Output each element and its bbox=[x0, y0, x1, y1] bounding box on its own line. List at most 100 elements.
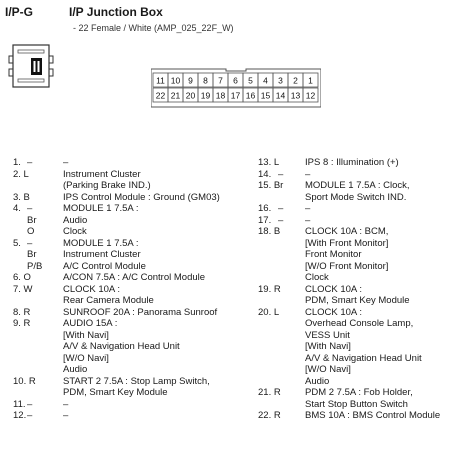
pin-description: PDM 2 7.5A : Fob Holder, bbox=[305, 387, 413, 398]
pin-description: [With Front Monitor] bbox=[305, 237, 389, 249]
pin-number: 1. bbox=[13, 157, 21, 168]
pin-row: [With Front Monitor] bbox=[258, 238, 462, 250]
pin-description: A/V & Navigation Head Unit bbox=[305, 352, 422, 364]
pin-number: 12 bbox=[306, 91, 316, 101]
pin-description: – bbox=[63, 157, 69, 168]
pin-description: [With Navi] bbox=[63, 329, 109, 341]
pin-description: [W/O Navi] bbox=[63, 352, 109, 364]
wire-color: O bbox=[27, 226, 35, 237]
pin-number: 6 bbox=[233, 76, 238, 86]
wire-color: – bbox=[27, 157, 33, 168]
pin-number: 12. bbox=[13, 410, 27, 421]
pin-description: Start Stop Button Switch bbox=[305, 398, 408, 410]
pin-row: [W/O Front Monitor] bbox=[258, 261, 462, 273]
wire-color: – bbox=[278, 203, 284, 214]
pin-description: A/V & Navigation Head Unit bbox=[63, 341, 180, 352]
pin-row: 11.–– bbox=[13, 399, 253, 411]
pin-description: PDM, Smart Key Module bbox=[63, 387, 168, 398]
pin-row: Sport Mode Switch IND. bbox=[258, 192, 462, 204]
pin-description: PDM, Smart Key Module bbox=[305, 295, 410, 306]
pin-number: 3 bbox=[278, 76, 283, 86]
pin-row: 3. B IPS Control Module : Ground (GM03) bbox=[13, 192, 253, 204]
pin-row: 9. R AUDIO 15A : bbox=[13, 318, 253, 330]
pin-description: Instrument Cluster bbox=[63, 168, 141, 180]
pin-row: 17.–– bbox=[258, 215, 462, 227]
pin-description: [W/O Navi] bbox=[305, 364, 351, 375]
pin-description: AUDIO 15A : bbox=[63, 318, 118, 329]
pin-number: 15. Br bbox=[258, 180, 284, 191]
wire-color: P/B bbox=[27, 260, 43, 272]
pin-number: 14. bbox=[258, 168, 272, 180]
pin-number: 4. bbox=[13, 203, 21, 214]
pin-number: 5 bbox=[248, 76, 253, 86]
pin-number: 16 bbox=[246, 91, 256, 101]
pin-row: 15. Br MODULE 1 7.5A : Clock, bbox=[258, 180, 462, 192]
pin-row: 4.– MODULE 1 7.5A : bbox=[13, 203, 253, 215]
pin-number: 15 bbox=[261, 91, 271, 101]
pin-number: 7. W bbox=[13, 283, 33, 295]
pin-number: 10 bbox=[171, 76, 181, 86]
pin-number: 6. O bbox=[13, 272, 31, 283]
pin-description: (Parking Brake IND.) bbox=[63, 180, 151, 191]
pin-row: (Parking Brake IND.) bbox=[13, 180, 253, 192]
pin-description: [W/O Front Monitor] bbox=[305, 260, 389, 272]
pin-number: 22. R bbox=[258, 410, 281, 421]
pin-description: MODULE 1 7.5A : bbox=[63, 203, 139, 214]
wire-color: – bbox=[27, 398, 33, 410]
pin-number: 2. L bbox=[13, 168, 29, 180]
wire-color: – bbox=[27, 410, 33, 421]
pin-description: Clock bbox=[305, 272, 329, 283]
pin-number: 8. R bbox=[13, 306, 31, 318]
pin-row: 1.–– bbox=[13, 157, 253, 169]
wire-color: – bbox=[278, 214, 284, 226]
pin-description: CLOCK 10A : bbox=[63, 283, 121, 295]
pin-row: 8. R SUNROOF 20A : Panorama Sunroof bbox=[13, 307, 253, 319]
pin-number: 16. bbox=[258, 203, 272, 214]
pin-row: Rear Camera Module bbox=[13, 295, 253, 307]
pin-description: BMS 10A : BMS Control Module bbox=[305, 410, 441, 421]
pin-description: Instrument Cluster bbox=[63, 249, 141, 260]
pin-number: 19. R bbox=[258, 283, 281, 295]
pin-number: 20 bbox=[186, 91, 196, 101]
pin-cell bbox=[302, 87, 319, 103]
pin-description: MODULE 1 7.5A : Clock, bbox=[305, 180, 410, 191]
pin-description: IPS Control Module : Ground (GM03) bbox=[63, 191, 220, 203]
pin-number: 8 bbox=[203, 76, 208, 86]
pin-description: SUNROOF 20A : Panorama Sunroof bbox=[63, 306, 218, 318]
pin-description: CLOCK 10A : BCM, bbox=[305, 226, 389, 237]
pin-row: A/V & Navigation Head Unit bbox=[13, 341, 253, 353]
pin-number: 1 bbox=[308, 76, 313, 86]
pin-number: 3. B bbox=[13, 191, 30, 203]
pin-row: 7. W CLOCK 10A : bbox=[13, 284, 253, 296]
pin-description: – bbox=[63, 410, 69, 421]
wire-color: – bbox=[278, 168, 284, 180]
pin-row: PDM, Smart Key Module bbox=[258, 295, 462, 307]
pin-number: 13 bbox=[291, 91, 301, 101]
pin-number: 17. bbox=[258, 214, 272, 226]
pin-row: 22. R BMS 10A : BMS Control Module bbox=[258, 410, 462, 422]
pin-number: 9. R bbox=[13, 318, 31, 329]
pin-row: Start Stop Button Switch bbox=[258, 399, 462, 411]
pin-description: MODULE 1 7.5A : bbox=[63, 237, 139, 249]
pin-description: IPS 8 : Illumination (+) bbox=[305, 157, 399, 168]
pin-number: 19 bbox=[201, 91, 211, 101]
pin-description: Clock bbox=[63, 226, 87, 237]
wire-color: Br bbox=[27, 249, 37, 260]
pin-row: [W/O Navi] bbox=[258, 364, 462, 376]
wire-color: Br bbox=[27, 214, 37, 226]
pin-description: – bbox=[305, 214, 311, 226]
wire-color: – bbox=[27, 203, 33, 214]
pin-number: 21 bbox=[171, 91, 181, 101]
pin-row: 5.–MODULE 1 7.5A : bbox=[13, 238, 253, 250]
connector-code: I/P-G bbox=[5, 5, 34, 19]
connector-spec: - 22 Female / White (AMP_025_22F_W) bbox=[73, 23, 234, 33]
